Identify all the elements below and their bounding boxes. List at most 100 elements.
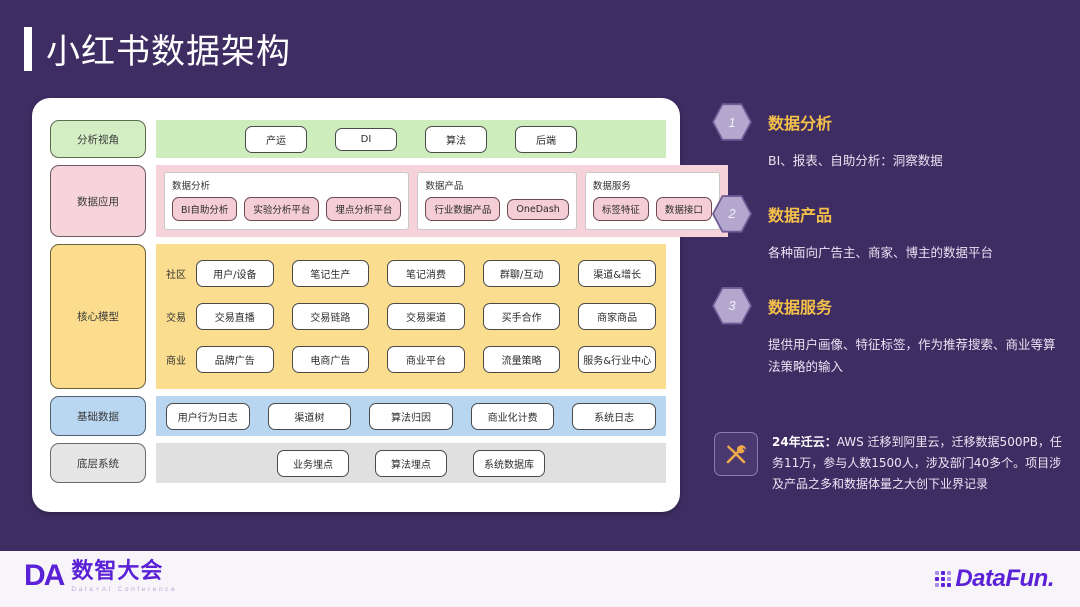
right-panel: 1 数据分析 BI、报表、自助分析：洞察数据 2 数据产品 各种面向广告主、商家… [712, 103, 1060, 402]
layer-body-analysis-perspective: 产运 DI 算法 后端 [156, 120, 666, 158]
panel-item-2: 2 数据产品 各种面向广告主、商家、博主的数据平台 [712, 195, 1060, 264]
layer-row-data-application: 数据应用 数据分析 BI自助分析 实验分析平台 埋点分析平台 数据产品 行 [50, 165, 728, 237]
chip-item[interactable]: 用户行为日志 [166, 402, 250, 430]
architecture-diagram-card: 分析视角 产运 DI 算法 后端 数据应用 数据分析 BI自助分析 实验分析 [32, 98, 728, 512]
chip-item[interactable]: 业务埋点 [277, 449, 349, 477]
layer-label-underlying-system: 底层系统 [50, 443, 146, 483]
chip-item[interactable]: DI [335, 127, 397, 151]
layer-label-core-model: 核心模型 [50, 244, 146, 389]
chip-item[interactable]: 标签特征 [592, 197, 649, 221]
hexagon-fill [714, 105, 750, 139]
group-title: 数据服务 [592, 181, 631, 192]
hexagon-number: 2 [728, 206, 736, 222]
group-data-product: 数据产品 行业数据产品 OneDash [417, 172, 577, 230]
chip-item[interactable]: 系统日志 [572, 402, 656, 430]
callout-migration: 24年迁云：AWS 迁移到阿里云，迁移数据500PB，任务11万，参与人数150… [714, 432, 1062, 495]
conference-logo-sub: Data+AI Conference [71, 586, 178, 593]
model-chip-list: 品牌广告 电商广告 商业平台 流量策略 服务&行业中心 [196, 346, 656, 373]
page-title: 小红书数据架构 [24, 24, 291, 73]
chip-item[interactable]: 商家商品 [578, 303, 656, 330]
chip-item[interactable]: 实验分析平台 [244, 197, 320, 221]
chip-item[interactable]: 产运 [245, 125, 307, 153]
layer-body-data-application: 数据分析 BI自助分析 实验分析平台 埋点分析平台 数据产品 行业数据产品 On… [156, 165, 728, 237]
chip-item[interactable]: 后端 [515, 125, 577, 153]
chip-item[interactable]: 流量策略 [482, 346, 561, 373]
panel-item-description: BI、报表、自助分析：洞察数据 [768, 153, 943, 168]
layer-label-data-application: 数据应用 [50, 165, 146, 237]
chip-item[interactable]: 算法埋点 [375, 449, 447, 477]
layer-body-base-data: 用户行为日志 渠道树 算法归因 商业化计费 系统日志 [156, 396, 666, 436]
panel-item-description: 提供用户画像、特征标签，作为推荐搜索、商业等算法策略的输入 [768, 336, 1056, 374]
panel-item-3: 3 数据服务 提供用户画像、特征标签，作为推荐搜索、商业等算法策略的输入 [712, 286, 1060, 378]
panel-item-header: 2 数据产品 [712, 195, 1060, 233]
layer-row-underlying-system: 底层系统 业务埋点 算法埋点 系统数据库 [50, 443, 666, 483]
tools-icon [714, 432, 758, 476]
hexagon-badge-2: 2 [712, 195, 752, 233]
chip-item[interactable]: 商业平台 [387, 346, 465, 373]
group-data-analysis: 数据分析 BI自助分析 实验分析平台 埋点分析平台 [164, 172, 410, 230]
chip-item[interactable]: 电商广告 [291, 346, 370, 373]
datafun-dots-icon [935, 571, 952, 587]
conference-logo: DA 数智大会 Data+AI Conference [24, 559, 177, 593]
callout-text: 24年迁云：AWS 迁移到阿里云，迁移数据500PB，任务11万，参与人数150… [772, 432, 1062, 495]
title-text: 小红书数据架构 [46, 32, 291, 72]
model-row-community: 社区 用户/设备 笔记生产 笔记消费 群聊/互动 渠道&增长 [166, 260, 656, 287]
layer-row-base-data: 基础数据 用户行为日志 渠道树 算法归因 商业化计费 系统日志 [50, 396, 666, 436]
datafun-logo-text: DataFun. [955, 565, 1054, 592]
chip-item[interactable]: OneDash [507, 198, 569, 220]
group-title: 数据产品 [425, 181, 464, 192]
chip-item[interactable]: 行业数据产品 [425, 197, 501, 221]
hexagon-badge-1: 1 [712, 103, 752, 141]
chip-item[interactable]: 交易直播 [196, 303, 274, 330]
layer-body-underlying-system: 业务埋点 算法埋点 系统数据库 [156, 443, 666, 483]
chip-item[interactable]: 埋点分析平台 [326, 197, 402, 221]
panel-item-title: 数据服务 [768, 297, 833, 317]
model-row-transaction: 交易 交易直播 交易链路 交易渠道 买手合作 商家商品 [166, 303, 656, 330]
chip-item[interactable]: 服务&行业中心 [578, 346, 656, 373]
chip-item[interactable]: 系统数据库 [473, 449, 545, 477]
callout-lead: 24年迁云： [772, 435, 837, 449]
chip-item[interactable]: BI自助分析 [172, 197, 238, 221]
model-category-label: 社区 [166, 270, 186, 281]
hexagon-number: 3 [728, 298, 736, 314]
title-accent-bar [24, 26, 32, 71]
layer-row-analysis-perspective: 分析视角 产运 DI 算法 后端 [50, 120, 666, 158]
datafun-logo: DataFun. [935, 565, 1054, 593]
group-chip-list: BI自助分析 实验分析平台 埋点分析平台 [172, 197, 402, 221]
chip-item[interactable]: 数据接口 [655, 197, 712, 221]
callout-body: AWS 迁移到阿里云，迁移数据500PB，任务11万，参与人数1500人，涉及部… [772, 435, 1062, 491]
chip-item[interactable]: 品牌广告 [196, 346, 274, 373]
group-chip-list: 标签特征 数据接口 [592, 197, 712, 221]
model-row-business: 商业 品牌广告 电商广告 商业平台 流量策略 服务&行业中心 [166, 346, 656, 373]
chip-item[interactable]: 算法 [425, 125, 487, 153]
layer-label-base-data: 基础数据 [50, 396, 146, 436]
chip-item[interactable]: 交易链路 [291, 303, 370, 330]
chip-item[interactable]: 用户/设备 [196, 260, 274, 287]
chip-item[interactable]: 渠道树 [267, 402, 352, 430]
hexagon-number: 1 [728, 114, 736, 130]
conference-logo-mark: DA [24, 559, 65, 592]
chip-item[interactable]: 笔记生产 [291, 260, 370, 287]
layer-row-core-model: 核心模型 社区 用户/设备 笔记生产 笔记消费 群聊/互动 渠道&增长 [50, 244, 666, 389]
layer-body-core-model: 社区 用户/设备 笔记生产 笔记消费 群聊/互动 渠道&增长 交易 交易直播 [156, 244, 666, 389]
conference-logo-text: 数智大会 Data+AI Conference [71, 561, 178, 594]
hexagon-fill [714, 288, 750, 323]
group-data-service: 数据服务 标签特征 数据接口 [584, 172, 720, 230]
model-chip-list: 用户/设备 笔记生产 笔记消费 群聊/互动 渠道&增长 [196, 260, 656, 287]
panel-item-description: 各种面向广告主、商家、博主的数据平台 [768, 244, 994, 260]
model-category-label: 交易 [166, 313, 186, 324]
chip-item[interactable]: 群聊/互动 [482, 260, 561, 287]
chip-item[interactable]: 渠道&增长 [578, 260, 656, 287]
chip-item[interactable]: 买手合作 [482, 303, 561, 330]
chip-item[interactable]: 笔记消费 [387, 260, 465, 287]
model-category-label: 商业 [166, 356, 186, 367]
group-title: 数据分析 [172, 181, 211, 192]
hexagon-fill [714, 196, 750, 231]
group-chip-list: 行业数据产品 OneDash [425, 197, 569, 221]
panel-item-title: 数据产品 [768, 205, 833, 225]
chip-item[interactable]: 算法归因 [369, 402, 453, 430]
layer-label-analysis-perspective: 分析视角 [50, 120, 146, 158]
chip-item[interactable]: 交易渠道 [387, 303, 465, 330]
chip-item[interactable]: 商业化计费 [470, 402, 555, 430]
